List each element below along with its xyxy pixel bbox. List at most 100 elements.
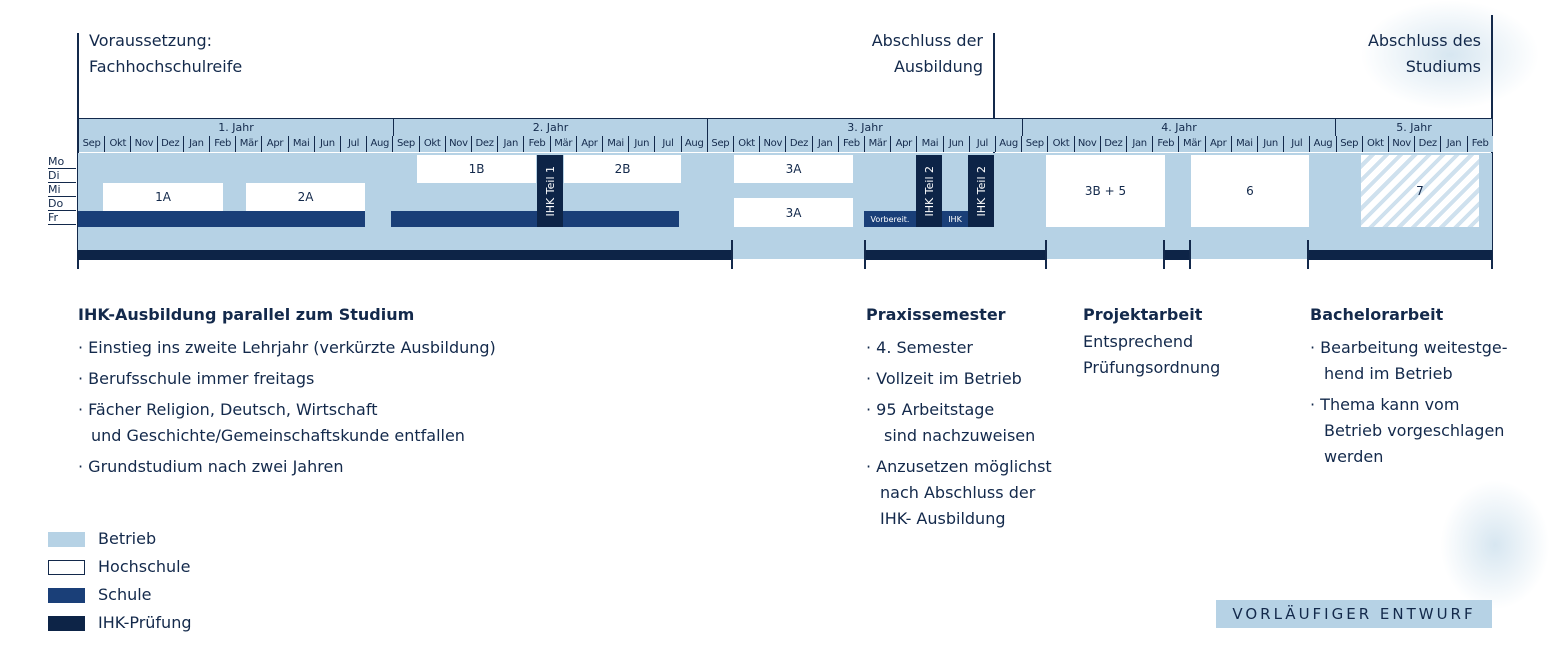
month-cell: Dez <box>785 136 812 152</box>
month-cell: Apr <box>890 136 917 152</box>
month-cell: Jun <box>628 136 655 152</box>
weekday-mo: Mo <box>48 155 76 169</box>
month-cell: Feb <box>209 136 236 152</box>
praxis-item-4b: nach Abschluss der <box>880 483 1036 502</box>
month-cell: Nov <box>130 136 157 152</box>
month-cell: Feb <box>837 136 864 152</box>
month-cell: Jan <box>497 136 524 152</box>
phase-tick-praxis-start <box>864 240 866 269</box>
year-3: 3. Jahr <box>707 119 1022 136</box>
projekt-text-1: Entsprechend <box>1083 332 1194 351</box>
month-cell: Jul <box>968 136 995 152</box>
month-cell: Jan <box>1440 136 1467 152</box>
month-cell: Aug <box>366 136 393 152</box>
ihk-item-1: · Einstieg ins zweite Lehrjahr (verkürzt… <box>78 338 496 357</box>
month-cell: Jun <box>1257 136 1284 152</box>
month-cell: Jan <box>182 136 209 152</box>
hochschule-block-1b: 1B <box>417 155 536 183</box>
milestone-ausbildung-line2: Ausbildung <box>893 57 983 76</box>
month-cell: Sep <box>78 136 105 152</box>
month-cell: Aug <box>995 136 1022 152</box>
phase-tick-projekt-end <box>1189 240 1191 269</box>
vorbereitung-block: Vorbereit. <box>864 211 916 227</box>
milestone-start: Voraussetzung: Fachhochschulreife <box>89 28 242 80</box>
phase-tick-projekt-start <box>1163 240 1165 269</box>
projekt-text-2: Prüfungsordnung <box>1083 358 1221 377</box>
milestone-ausbildung-line1: Abschluss der <box>871 31 983 50</box>
month-cell: Mär <box>864 136 891 152</box>
month-cell: Jan <box>1126 136 1153 152</box>
schule-block-year1 <box>78 211 365 227</box>
weekday-di: Di <box>48 169 76 183</box>
month-cell: Mär <box>1178 136 1205 152</box>
year-header: 1. Jahr 2. Jahr 3. Jahr 4. Jahr 5. Jahr <box>78 118 1492 137</box>
month-cell: Nov <box>759 136 786 152</box>
praxis-item-4a: · Anzusetzen möglichst <box>866 457 1052 476</box>
month-cell: Okt <box>733 136 760 152</box>
section-list-bachelorarbeit: · Bearbeitung weitestge- hend im Betrieb… <box>1310 335 1540 475</box>
praxis-item-3b: sind nachzuweisen <box>884 426 1036 445</box>
section-title-praxissemester: Praxissemester <box>866 305 1006 324</box>
bachelor-item-1b: hend im Betrieb <box>1324 364 1453 383</box>
month-cell: Jan <box>811 136 838 152</box>
hochschule-block-2a: 2A <box>246 183 365 211</box>
month-cell: Okt <box>1361 136 1388 152</box>
section-text-projektarbeit: Entsprechend Prüfungsordnung <box>1083 329 1283 386</box>
section-list-ihk-ausbildung: · Einstieg ins zweite Lehrjahr (verkürzt… <box>78 335 598 485</box>
praxis-item-3a: · 95 Arbeitstage <box>866 400 995 419</box>
month-cell: Jun <box>942 136 969 152</box>
month-cell: Mär <box>549 136 576 152</box>
phase-praxissemester <box>865 250 1046 260</box>
month-cell: Okt <box>418 136 445 152</box>
phase-tick-bachelor-start <box>1307 240 1309 269</box>
hochschule-block-6: 6 <box>1191 155 1309 227</box>
bachelor-item-2a: · Thema kann vom <box>1310 395 1460 414</box>
phase-projektarbeit <box>1164 250 1190 260</box>
bachelor-item-1a: · Bearbeitung weitestge- <box>1310 338 1508 357</box>
hochschule-block-3a-top: 3A <box>734 155 853 183</box>
weekday-fr: Fr <box>48 211 76 225</box>
month-cell: Okt <box>104 136 131 152</box>
ihk-exam-part2-b-label: IHK Teil 2 <box>974 165 988 217</box>
month-cell: Sep <box>1335 136 1362 152</box>
ihk-exam-part1-label: IHK Teil 1 <box>543 165 557 217</box>
ihk-item-2: · Berufsschule immer freitags <box>78 369 315 388</box>
month-cell: Dez <box>156 136 183 152</box>
month-cell: Sep <box>706 136 733 152</box>
praxis-item-4c: IHK- Ausbildung <box>880 509 1006 528</box>
month-cell: Dez <box>471 136 498 152</box>
legend-label-ihk: IHK-Prüfung <box>98 613 192 632</box>
year-1: 1. Jahr <box>78 119 393 136</box>
phase-bachelorarbeit <box>1308 250 1492 260</box>
month-cell: Jul <box>654 136 681 152</box>
milestone-studium-end: Abschluss des Studiums <box>1300 28 1481 80</box>
hochschule-block-3a-bottom: 3A <box>734 198 853 227</box>
ihk-exam-part1: IHK Teil 1 <box>537 155 563 227</box>
praxis-item-1: · 4. Semester <box>866 338 973 357</box>
month-cell: Aug <box>1309 136 1336 152</box>
month-cell: Jul <box>1283 136 1310 152</box>
schule-block-year2 <box>391 211 679 227</box>
month-cell: Jun <box>313 136 340 152</box>
ihk-small-block: IHK <box>942 211 968 227</box>
ihk-item-3a: · Fächer Religion, Deutsch, Wirtschaft <box>78 400 378 419</box>
month-cell: Nov <box>444 136 471 152</box>
month-cell: Jul <box>340 136 367 152</box>
legend-swatch-schule <box>48 588 85 603</box>
ihk-exam-part2-a: IHK Teil 2 <box>916 155 942 227</box>
praxis-item-2: · Vollzeit im Betrieb <box>866 369 1022 388</box>
ihk-item-4: · Grundstudium nach zwei Jahren <box>78 457 344 476</box>
month-cell: Nov <box>1073 136 1100 152</box>
weekday-do: Do <box>48 197 76 211</box>
month-cell: Nov <box>1388 136 1415 152</box>
month-cell: Sep <box>1021 136 1048 152</box>
ihk-exam-part2-a-label: IHK Teil 2 <box>922 165 936 217</box>
section-title-bachelorarbeit: Bachelorarbeit <box>1310 305 1444 324</box>
legend-label-betrieb: Betrieb <box>98 529 157 548</box>
month-cell: Mai <box>1230 136 1257 152</box>
section-title-projektarbeit: Projektarbeit <box>1083 305 1203 324</box>
month-cell: Aug <box>680 136 707 152</box>
milestone-start-line1: Voraussetzung: <box>89 31 213 50</box>
milestone-ausbildung-end: Abschluss der Ausbildung <box>800 28 983 80</box>
draft-label: VORLÄUFIGER ENTWURF <box>1216 600 1492 628</box>
